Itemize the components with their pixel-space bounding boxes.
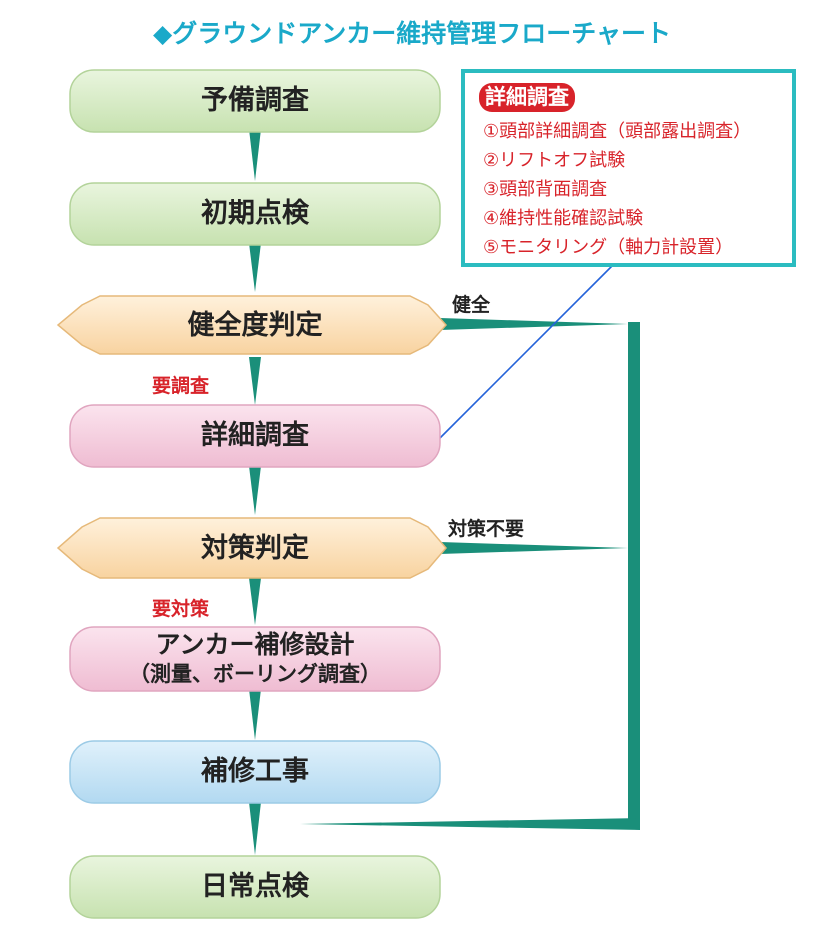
arrow-7	[249, 802, 261, 855]
arrow-2	[249, 243, 261, 292]
branch-label-no-action: 対策不要	[448, 514, 524, 541]
detail-panel-list: ①頭部詳細調査（頭部露出調査） ②リフトオフ試験 ③頭部背面調査 ④維持性能確認…	[483, 117, 751, 262]
arrow-4	[249, 466, 261, 515]
detail-item: ①頭部詳細調査（頭部露出調査）	[483, 117, 751, 146]
bypass-vertical-line	[628, 322, 640, 824]
step-label-detailed-survey: 詳細調査	[70, 422, 440, 449]
repair-design-sub: （測量、ボーリング調査）	[70, 660, 440, 688]
step-label-repair-design: アンカー補修設計 （測量、ボーリング調査）	[70, 630, 440, 688]
bypass-return-arrow	[300, 818, 640, 830]
repair-design-main: アンカー補修設計	[155, 630, 354, 659]
bypass-noaction-arrow	[440, 542, 628, 554]
arrow-3	[249, 357, 261, 405]
step-label-health-judgment: 健全度判定	[70, 312, 440, 339]
step-label-repair-work: 補修工事	[70, 758, 440, 785]
step-label-daily-inspection: 日常点検	[70, 873, 440, 900]
detail-item: ③頭部背面調査	[483, 175, 751, 204]
step-label-countermeasure-judgment: 対策判定	[70, 535, 440, 562]
arrow-5	[249, 578, 261, 625]
detail-panel-badge: 詳細調査	[479, 83, 575, 112]
step-label-preliminary: 予備調査	[70, 87, 440, 114]
detail-survey-panel: 詳細調査 ①頭部詳細調査（頭部露出調査） ②リフトオフ試験 ③頭部背面調査 ④維…	[461, 69, 796, 267]
branch-label-needs-action: 要対策	[152, 594, 209, 621]
arrow-6	[249, 689, 261, 740]
arrow-1	[249, 129, 261, 181]
step-label-initial-inspection: 初期点検	[70, 200, 440, 227]
detail-item: ④維持性能確認試験	[483, 204, 751, 233]
bypass-healthy-arrow	[440, 318, 628, 330]
branch-label-needs-survey: 要調査	[152, 371, 209, 398]
detail-item: ⑤モニタリング（軸力計設置）	[483, 233, 751, 262]
branch-label-healthy: 健全	[452, 290, 490, 317]
detail-item: ②リフトオフ試験	[483, 146, 751, 175]
